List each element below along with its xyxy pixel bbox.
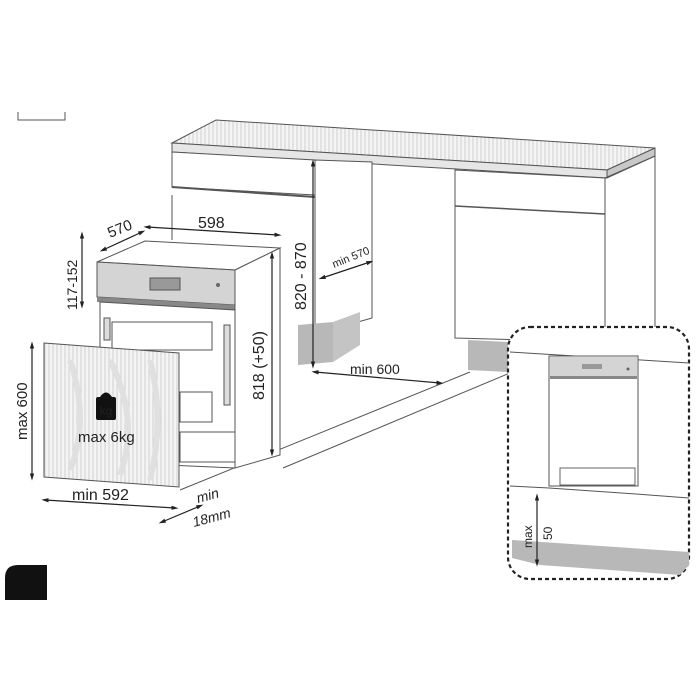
- height-label: 818 (+50): [251, 331, 268, 400]
- furniture-door-panel: kg max 6kg: [43, 342, 180, 488]
- left-cabinet: [171, 151, 373, 365]
- corner-block: [5, 565, 47, 600]
- door-height-label: max 600: [14, 382, 31, 440]
- width-label: 598: [198, 215, 225, 232]
- door-width-label: min 592: [72, 487, 129, 504]
- panel-height-label: 117-152: [64, 259, 80, 310]
- left-plinth: [298, 322, 333, 365]
- corner-bracket: [17, 112, 66, 121]
- display: [149, 277, 181, 291]
- niche-width-label: min 600: [350, 361, 400, 377]
- door-thickness-value: 18mm: [191, 504, 233, 530]
- plinth-gap-value: 50: [541, 526, 555, 540]
- right-plinth: [468, 340, 508, 372]
- right-cabinet: [454, 155, 656, 372]
- weight-icon: kg: [96, 392, 116, 420]
- plinth-detail-inset: max 50: [506, 325, 691, 581]
- plinth-gap-label: max: [521, 525, 535, 548]
- countertop: [170, 119, 656, 179]
- door-thickness-label: min: [195, 485, 221, 506]
- svg-text:kg: kg: [100, 404, 113, 418]
- niche-height-label: 820 - 870: [293, 242, 310, 310]
- door-weight-label: max 6kg: [78, 429, 135, 446]
- power-button: [216, 283, 220, 287]
